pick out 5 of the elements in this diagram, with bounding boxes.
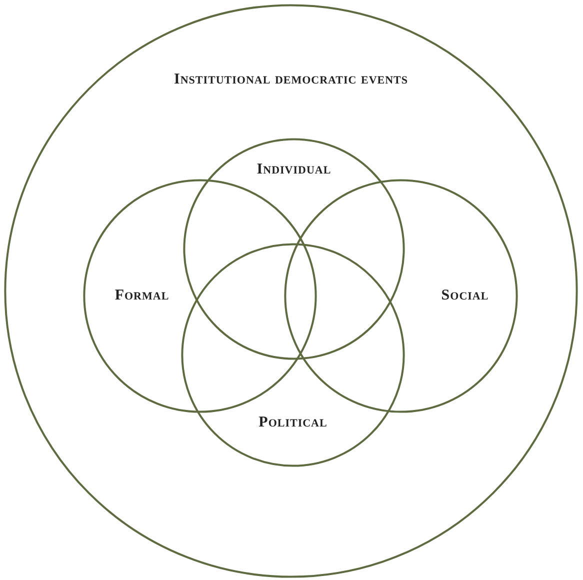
set-label: Individual (256, 162, 332, 178)
set-label: Social (441, 288, 489, 304)
set-label: Institutional democratic events (174, 72, 408, 88)
set-label: Political (258, 414, 328, 432)
set-label: Formal (114, 288, 170, 304)
